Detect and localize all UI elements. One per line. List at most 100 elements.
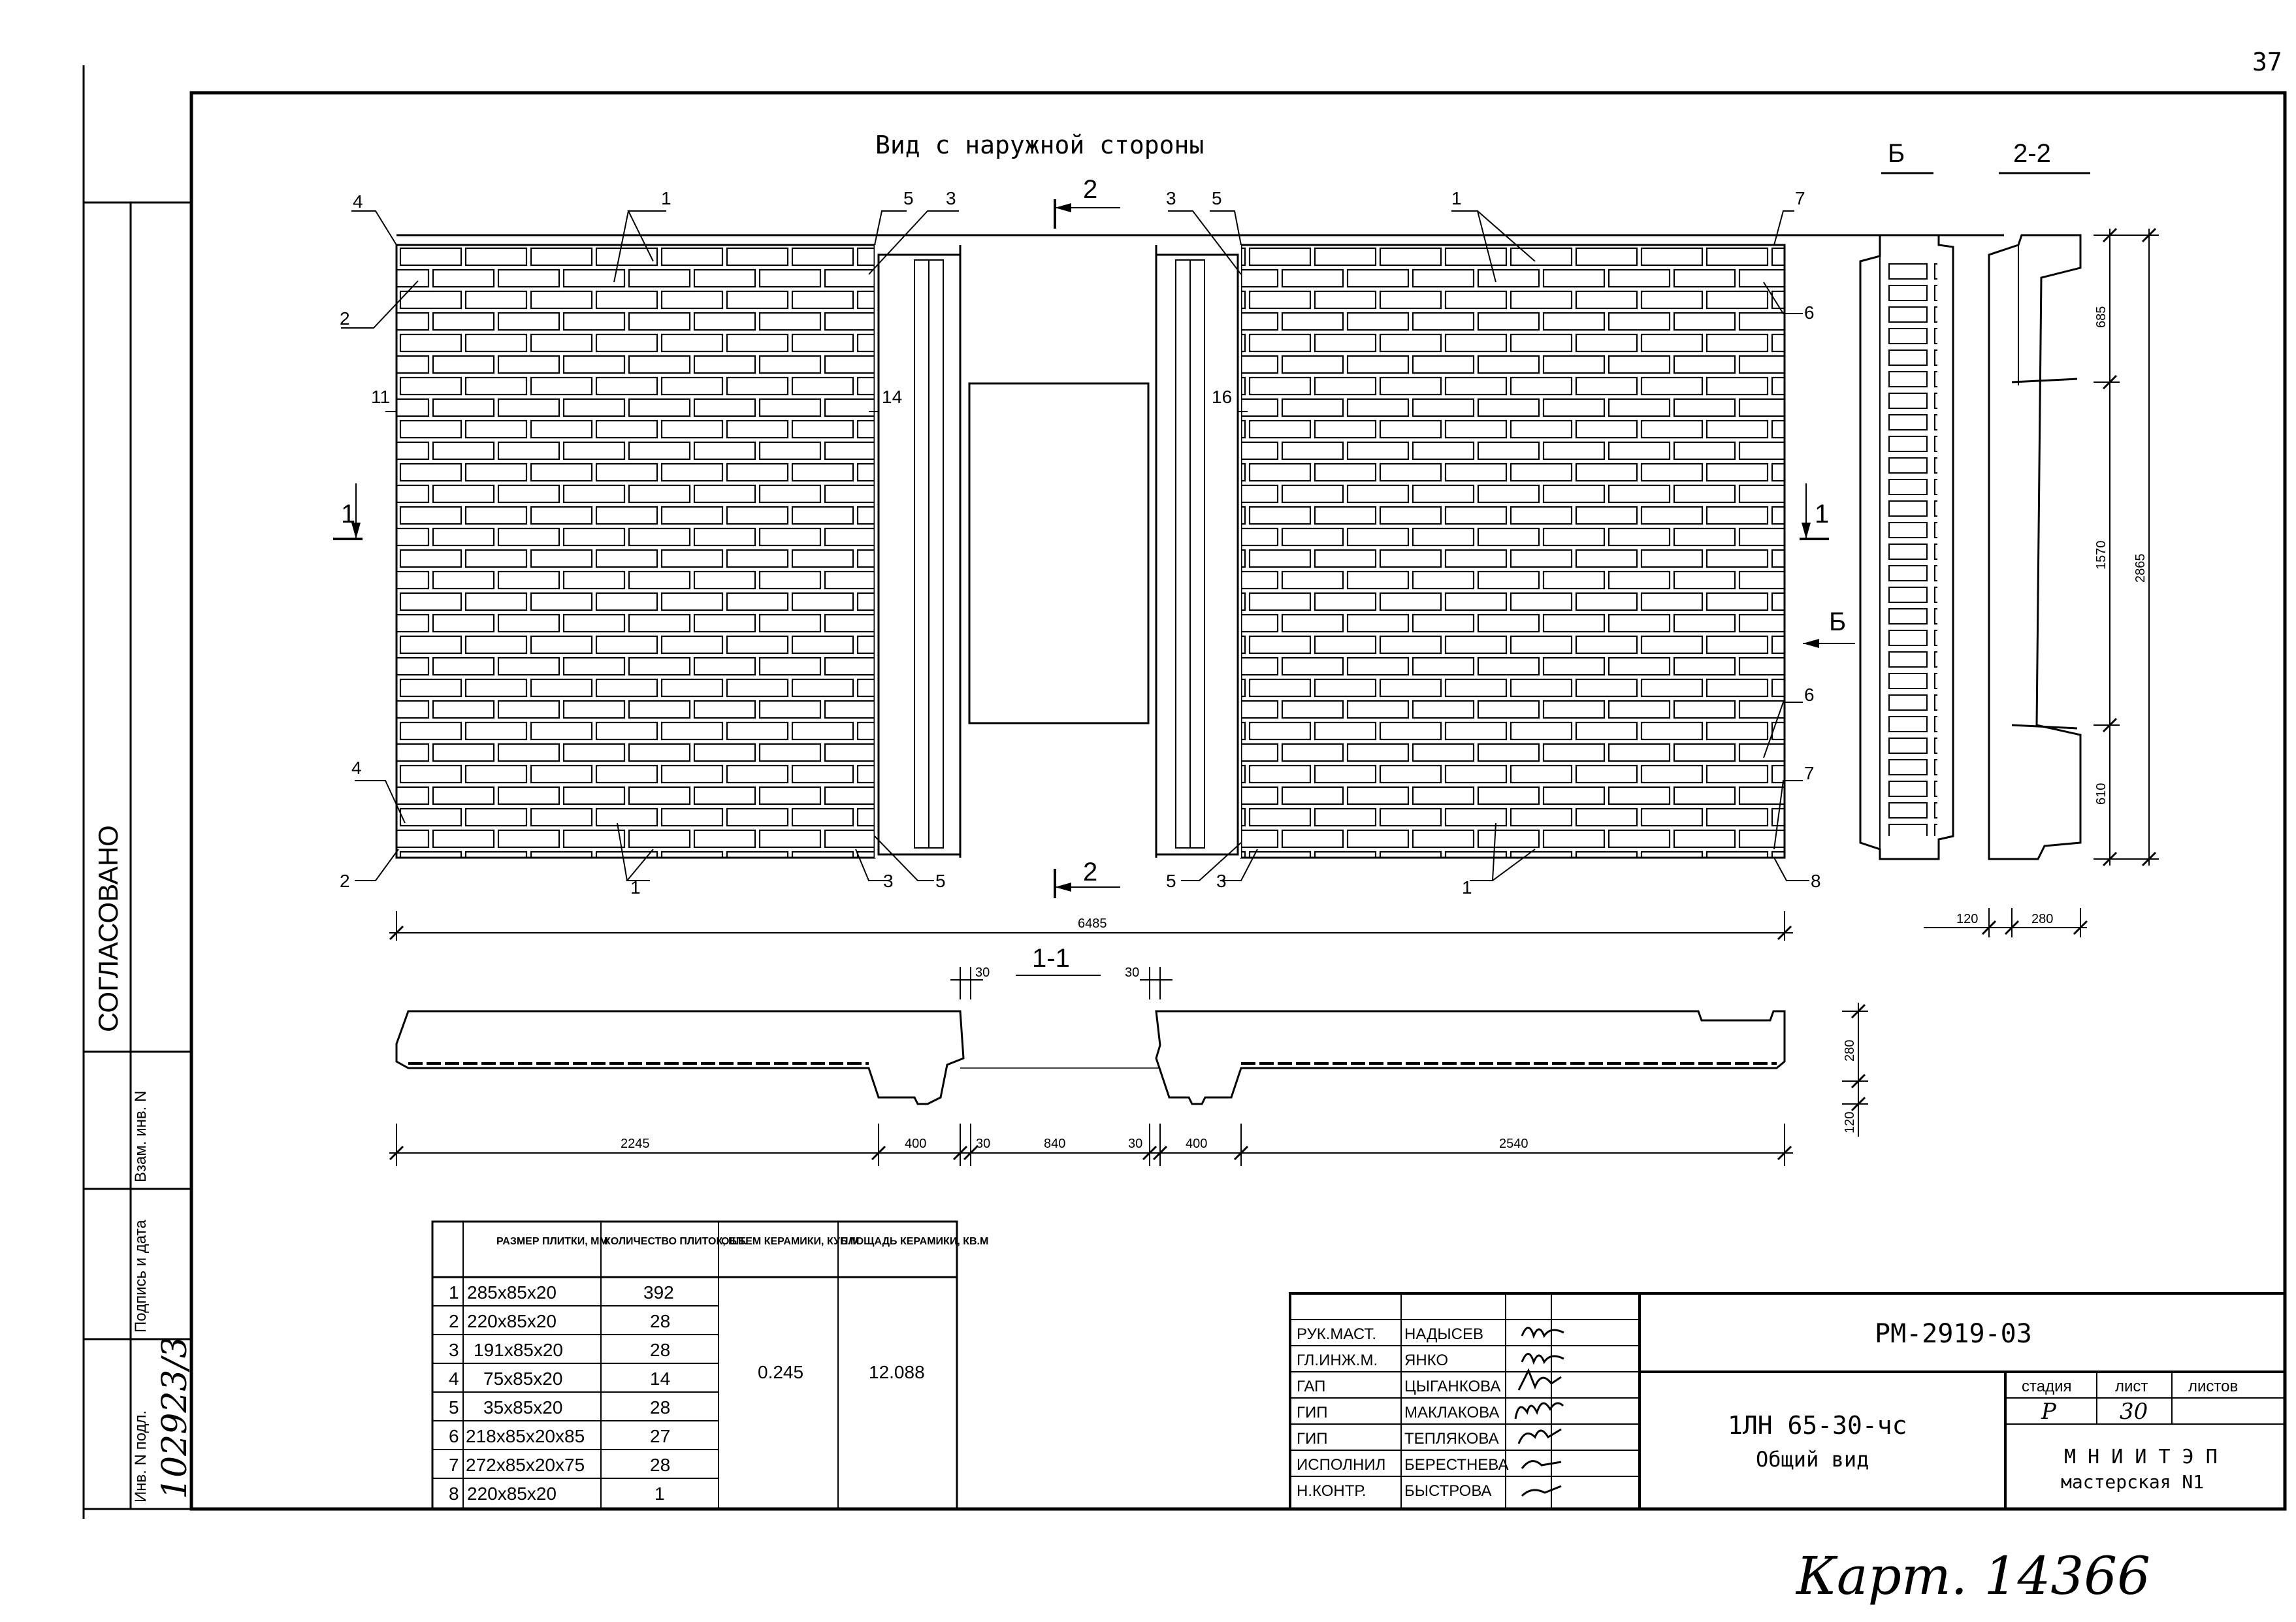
role-3: ГАП: [1297, 1378, 1325, 1395]
table-row-size: 218x85x20x85: [466, 1426, 585, 1446]
ceramic-area: 12.088: [869, 1362, 925, 1382]
side-height-1570: 1570: [2094, 541, 2109, 570]
callout-5-bottom-right: 5: [1166, 871, 1176, 891]
role-5: ГИП: [1297, 1430, 1328, 1448]
callout-6-bottom: 6: [1804, 685, 1815, 705]
table-row-size: 75x85x20: [483, 1369, 562, 1389]
table-row-qty: 28: [650, 1397, 670, 1418]
view-b-arrow-label: Б: [1829, 608, 1846, 636]
callout-3-bottom-right: 3: [1216, 871, 1227, 891]
cut-2-bottom: 2: [1083, 858, 1097, 886]
table-row-n: 3: [449, 1340, 459, 1360]
table-row-size: 272x85x20x75: [466, 1455, 585, 1475]
header-qty: КОЛИЧЕСТВО ПЛИТОК, ШТ.: [604, 1236, 747, 1247]
callout-5-bottom-left: 5: [935, 871, 946, 891]
table-row-qty: 392: [643, 1282, 674, 1303]
callout-4-top: 4: [353, 191, 363, 212]
role-7: Н.КОНТР.: [1297, 1482, 1366, 1500]
replaced-inv-label: Взам. инв. N: [132, 1091, 150, 1182]
archive-card-note: Карт. 14366: [1795, 1546, 2150, 1606]
name-4: МАКЛАКОВА: [1404, 1404, 1499, 1421]
overall-width-value: 6485: [1078, 916, 1107, 931]
cut-1-right: 1: [1815, 500, 1829, 528]
plan-top-30-left: 30: [975, 965, 990, 980]
callout-4-bottom: 4: [351, 758, 362, 778]
header-volume: ОБЪЕМ КЕРАМИКИ, КУБ.М: [721, 1236, 859, 1247]
table-row-qty: 27: [650, 1426, 670, 1446]
view-b-title: Б: [1888, 139, 1905, 168]
plan-dim-2245: 2245: [621, 1137, 650, 1151]
overall-width-dimension: 6485: [389, 911, 1793, 941]
callout-1-bottom-left: 1: [630, 877, 641, 898]
stage-label: стадия: [2022, 1378, 2071, 1395]
table-row-n: 8: [449, 1484, 459, 1504]
plan-dim-30-right: 30: [1128, 1137, 1142, 1151]
table-row-size: 191x85x20: [474, 1340, 563, 1360]
callout-7-top: 7: [1795, 188, 1805, 208]
callout-3-top-left: 3: [946, 188, 956, 208]
callout-5-top-left: 5: [903, 188, 914, 208]
brick-field-right: [1240, 244, 1786, 859]
table-row-n: 1: [449, 1282, 459, 1303]
cut-2-top: 2: [1083, 175, 1097, 204]
table-row-qty: 28: [650, 1455, 670, 1475]
signature-date-label: Подпись и дата: [132, 1220, 150, 1333]
page-number: 37: [2252, 48, 2282, 76]
sheet-value: 30: [2120, 1399, 2148, 1425]
stage-value: Р: [2041, 1399, 2057, 1425]
side-view-b: [1859, 234, 1954, 860]
sheet-title: Общий вид: [1756, 1447, 1869, 1472]
name-6: БЕРЕСТНЕВА: [1404, 1456, 1509, 1474]
inv-podl-label: Инв. N подл.: [132, 1410, 150, 1502]
role-6: ИСПОЛНИЛ: [1297, 1456, 1385, 1474]
table-row-size: 35x85x20: [483, 1397, 562, 1418]
callout-1-bottom-right: 1: [1462, 877, 1472, 898]
header-area: ПЛОЩАДЬ КЕРАМИКИ, КВ.М: [841, 1236, 988, 1247]
product-designation: 1ЛН 65-30-чс: [1728, 1411, 1907, 1440]
callout-1-top-right: 1: [1451, 188, 1462, 208]
plan-dim-2540: 2540: [1499, 1137, 1528, 1151]
table-row-n: 6: [449, 1426, 459, 1446]
header-size: РАЗМЕР ПЛИТКИ, ММ: [496, 1236, 608, 1247]
table-row-size: 220x85x20: [467, 1484, 557, 1504]
side-height-685: 685: [2094, 306, 2109, 328]
plan-top-dimensions: 30 30: [950, 965, 1172, 999]
name-1: НАДЫСЕВ: [1404, 1325, 1483, 1343]
view-title: Вид с наружной стороны: [875, 131, 1204, 159]
side-height-total: 2865: [2133, 554, 2148, 583]
callout-11: 11: [371, 387, 390, 407]
plan-height-dimensions: 280 120: [1842, 1003, 1868, 1137]
table-row-n: 4: [449, 1369, 459, 1389]
callout-2-top: 2: [340, 308, 350, 329]
plan-dim-400-right: 400: [1186, 1137, 1207, 1151]
brick-field-left: [395, 244, 876, 859]
side-bottom-dimensions: 120 280: [1924, 908, 2088, 937]
callout-6-top: 6: [1804, 302, 1815, 323]
callout-5-top-right: 5: [1212, 188, 1222, 208]
signatures: [1514, 1327, 1564, 1497]
left-margin-stamp: СОГЛАСОВАНО Инв. N подл. Подпись и дата …: [82, 201, 195, 1510]
name-2: ЯНКО: [1404, 1352, 1448, 1369]
ceramic-volume: 0.245: [758, 1362, 803, 1382]
table-row-qty: 28: [650, 1311, 670, 1331]
role-2: ГЛ.ИНЖ.М.: [1297, 1352, 1378, 1369]
section-marks: 2 2 1 1 Б: [333, 175, 1855, 898]
plan-dim-400-left: 400: [905, 1137, 926, 1151]
tile-table: РАЗМЕР ПЛИТКИ, ММ КОЛИЧЕСТВО ПЛИТОК, ШТ.…: [431, 1220, 988, 1510]
side-bottom-120: 120: [1956, 912, 1978, 926]
document-code: РМ-2919-03: [1875, 1319, 2032, 1349]
side-height-610: 610: [2094, 783, 2109, 805]
leader-lines: [341, 210, 1809, 881]
sheets-label: листов: [2188, 1378, 2238, 1395]
plan-dim-30-left: 30: [976, 1137, 990, 1151]
cut-1-left: 1: [341, 500, 355, 528]
plan-height-120: 120: [1843, 1112, 1857, 1133]
callout-14: 14: [882, 387, 902, 407]
plan-dim-840: 840: [1044, 1137, 1065, 1151]
callout-16: 16: [1212, 387, 1232, 407]
table-row-n: 7: [449, 1455, 459, 1475]
door-glazing: [968, 382, 1150, 724]
role-4: ГИП: [1297, 1404, 1328, 1421]
side-bottom-280: 280: [2031, 912, 2053, 926]
